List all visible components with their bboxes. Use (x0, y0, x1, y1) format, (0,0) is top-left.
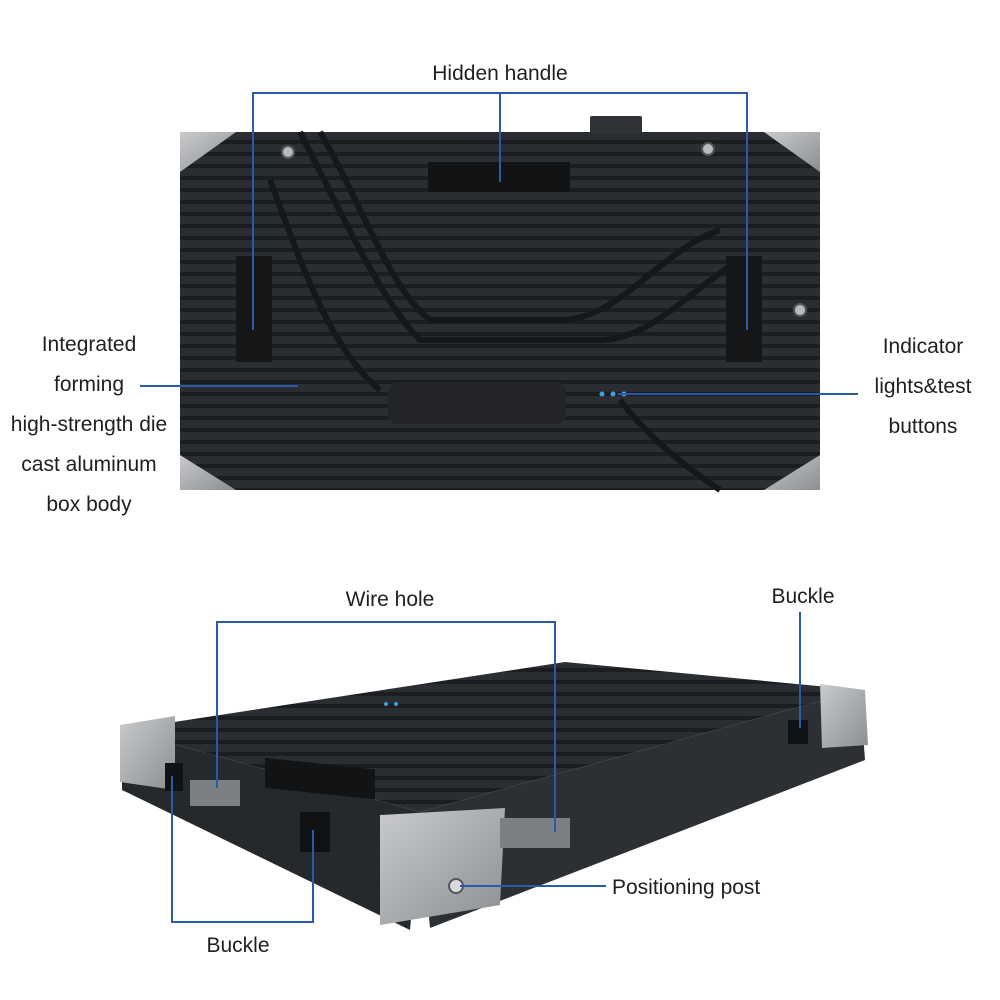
label-text: Wire hole (345, 588, 435, 611)
label-line: box body (46, 493, 132, 516)
wire-hole (500, 818, 570, 848)
screw (281, 145, 295, 159)
label-indicator: Indicator lights&test buttons (856, 327, 990, 447)
label-line: Integrated (41, 333, 137, 356)
corner-bracket (764, 455, 820, 490)
label-buckle-right: Buckle (754, 577, 852, 617)
leader-buckle-left (171, 776, 314, 923)
label-line: forming (53, 373, 125, 396)
top-latch (590, 116, 642, 134)
indicator-light (384, 702, 388, 706)
leader-hidden-handle (252, 92, 748, 330)
right-buckle-slot (788, 720, 808, 744)
cabinet-perspective-view (120, 662, 868, 930)
indicator-light (599, 391, 605, 397)
label-positioning-post: Positioning post (612, 868, 812, 908)
label-buckle-left: Buckle (186, 926, 290, 966)
handle-recess (265, 757, 375, 800)
label-text: Hidden handle (432, 62, 568, 85)
corner-bracket (180, 455, 236, 490)
cabinet-right-side (420, 690, 865, 928)
corner-block (820, 684, 868, 748)
screw (701, 142, 715, 156)
label-text: Buckle (206, 934, 270, 957)
center-buckle-slot (300, 812, 330, 852)
label-line: lights&test (874, 375, 972, 398)
screw (793, 303, 807, 317)
corner-bracket (764, 132, 820, 172)
indicator-light (610, 391, 616, 397)
diagonal-grooves (267, 130, 742, 493)
label-line: cast aluminum (21, 453, 157, 476)
corner-block (120, 716, 175, 790)
right-handle-slot (726, 256, 762, 362)
center-plate (388, 382, 566, 424)
label-line: buttons (888, 415, 958, 438)
cabinet-rear-view (180, 116, 820, 493)
label-hidden-handle: Hidden handle (400, 54, 600, 94)
wire-hole (190, 780, 240, 806)
corner-bracket (180, 132, 236, 172)
label-text: Buckle (771, 585, 835, 608)
corner-block (380, 808, 505, 925)
label-line: high-strength die (10, 413, 168, 436)
left-buckle-slot (165, 763, 183, 791)
leader-lines (140, 92, 858, 923)
label-text: Positioning post (612, 876, 761, 899)
label-line: Indicator (882, 335, 964, 358)
label-box-body: Integrated forming high-strength die cas… (0, 325, 178, 525)
leader-wire-hole (216, 621, 556, 832)
label-wire-hole: Wire hole (320, 580, 460, 620)
indicator-light (394, 702, 398, 706)
